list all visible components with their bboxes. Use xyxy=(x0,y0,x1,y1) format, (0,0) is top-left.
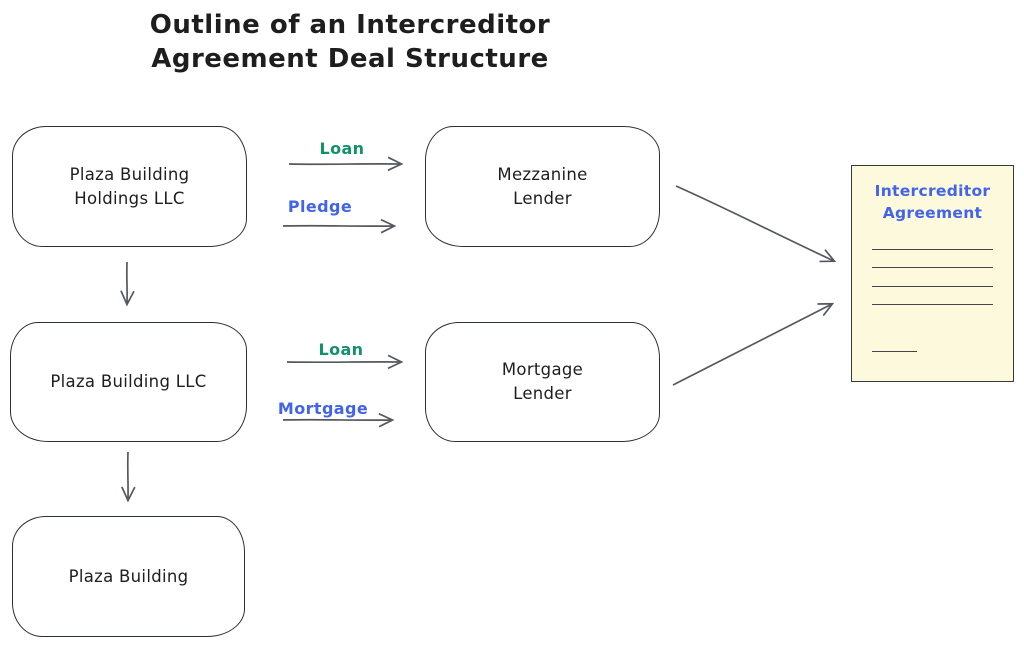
intercreditor-agreement-document: Intercreditor Agreement xyxy=(851,165,1014,382)
node-mortgage-lender: Mortgage Lender xyxy=(425,322,660,442)
node-label-plaza-building: Plaza Building xyxy=(68,566,189,586)
node-mezzanine-lender: Mezzanine Lender xyxy=(425,126,660,247)
document-signature-line xyxy=(872,351,917,352)
arrow-mezzanine-to-agreement xyxy=(675,185,837,263)
edge-label-pledge: Pledge xyxy=(287,197,353,216)
document-text-line xyxy=(872,249,993,250)
document-title: Intercreditor Agreement xyxy=(874,182,991,222)
node-plaza-building: Plaza Building xyxy=(12,516,245,637)
node-label-mortgage-lender: Mortgage Lender xyxy=(501,360,584,403)
node-plaza-building-llc: Plaza Building LLC xyxy=(10,322,247,442)
edge-label-loan-mortgage: Loan xyxy=(318,340,364,359)
edge-label-loan-mezzanine: Loan xyxy=(319,139,365,158)
node-label-mezzanine-lender: Mezzanine Lender xyxy=(497,164,588,208)
node-label-plaza-building-holdings-llc: Plaza Building Holdings LLC xyxy=(69,164,190,208)
node-plaza-building-holdings-llc: Plaza Building Holdings LLC xyxy=(12,126,247,247)
document-text-line xyxy=(872,267,993,268)
node-label-plaza-building-llc: Plaza Building LLC xyxy=(50,372,207,392)
document-text-line xyxy=(872,304,993,305)
arrow-mortgage-to-agreement xyxy=(672,302,835,386)
document-text-line xyxy=(872,286,993,287)
diagram-title: Outline of an Intercreditor Agreement De… xyxy=(149,10,551,75)
edge-label-mortgage: Mortgage xyxy=(277,399,369,418)
